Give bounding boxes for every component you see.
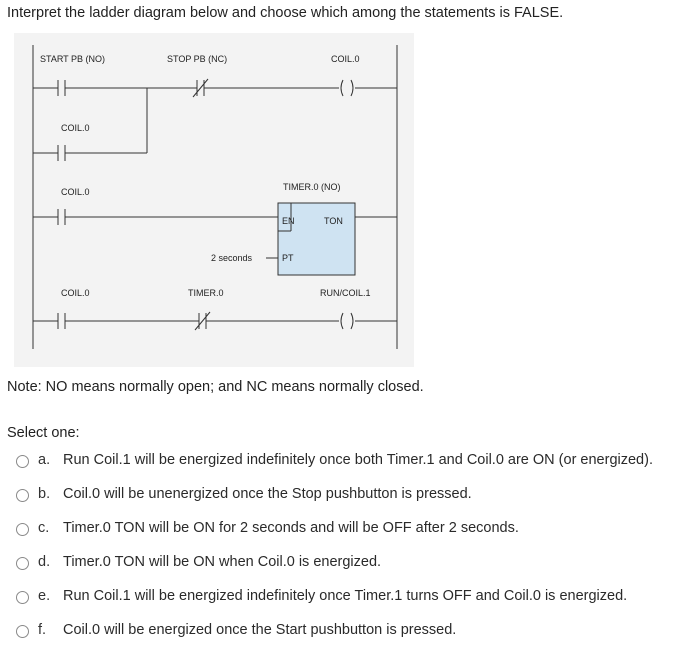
note-text: Note: NO means normally open; and NC mea… bbox=[7, 379, 424, 395]
stop-pb-nc-slash bbox=[192, 78, 209, 98]
timer0-contact-label: TIMER.0 bbox=[188, 288, 224, 298]
coil0-left-arc bbox=[340, 79, 344, 97]
option-text: Timer.0 TON will be ON when Coil.0 is en… bbox=[63, 554, 382, 570]
option-text: Coil.0 will be unenergized once the Stop… bbox=[63, 486, 472, 502]
option-letter: e. bbox=[38, 588, 51, 604]
timer-block bbox=[277, 202, 356, 276]
start-pb-label: START PB (NO) bbox=[40, 54, 105, 64]
option-text: Coil.0 will be energized once the Start … bbox=[63, 622, 457, 638]
option-a[interactable]: a. Run Coil.1 will be energized indefini… bbox=[16, 452, 653, 486]
option-c[interactable]: c. Timer.0 TON will be ON for 2 seconds … bbox=[16, 520, 653, 554]
radio-b[interactable] bbox=[16, 489, 29, 502]
option-letter: f. bbox=[38, 622, 47, 638]
select-one-label: Select one: bbox=[7, 425, 80, 441]
stop-pb-label: STOP PB (NC) bbox=[167, 54, 227, 64]
option-text: Timer.0 TON will be ON for 2 seconds and… bbox=[63, 520, 519, 536]
option-letter: d. bbox=[38, 554, 51, 570]
coil0-rung3-label: COIL.0 bbox=[61, 288, 90, 298]
option-text: Run Coil.1 will be energized indefinitel… bbox=[63, 452, 653, 468]
option-b[interactable]: b. Coil.0 will be unenergized once the S… bbox=[16, 486, 653, 520]
coil0-rung2-label: COIL.0 bbox=[61, 187, 90, 197]
timer-en-label: EN bbox=[282, 216, 295, 226]
ladder-diagram-svg: START PB (NO) STOP PB (NC) COIL.0 COIL.0… bbox=[32, 45, 398, 349]
timer-name-label: TIMER.0 (NO) bbox=[283, 182, 341, 192]
timer0-nc-slash bbox=[194, 311, 211, 331]
coil0-right-arc bbox=[350, 79, 354, 97]
radio-d[interactable] bbox=[16, 557, 29, 570]
timer-preset-label: 2 seconds bbox=[211, 253, 253, 263]
option-letter: b. bbox=[38, 486, 51, 502]
option-letter: c. bbox=[38, 520, 50, 536]
radio-e[interactable] bbox=[16, 591, 29, 604]
run-coil-label: RUN/COIL.1 bbox=[320, 288, 371, 298]
option-d[interactable]: d. Timer.0 TON will be ON when Coil.0 is… bbox=[16, 554, 653, 588]
option-e[interactable]: e. Run Coil.1 will be energized indefini… bbox=[16, 588, 653, 622]
coil0-output-label: COIL.0 bbox=[331, 54, 360, 64]
coil0-seal-label: COIL.0 bbox=[61, 123, 90, 133]
option-text: Run Coil.1 will be energized indefinitel… bbox=[63, 588, 628, 604]
radio-a[interactable] bbox=[16, 455, 29, 468]
radio-c[interactable] bbox=[16, 523, 29, 536]
timer-ton-label: TON bbox=[324, 216, 343, 226]
option-letter: a. bbox=[38, 452, 51, 468]
question-text: Interpret the ladder diagram below and c… bbox=[7, 5, 564, 21]
answer-options: a. Run Coil.1 will be energized indefini… bbox=[16, 452, 653, 656]
timer-pt-label: PT bbox=[282, 253, 294, 263]
option-f[interactable]: f. Coil.0 will be energized once the Sta… bbox=[16, 622, 653, 656]
radio-f[interactable] bbox=[16, 625, 29, 638]
ladder-diagram: START PB (NO) STOP PB (NC) COIL.0 COIL.0… bbox=[14, 33, 414, 367]
